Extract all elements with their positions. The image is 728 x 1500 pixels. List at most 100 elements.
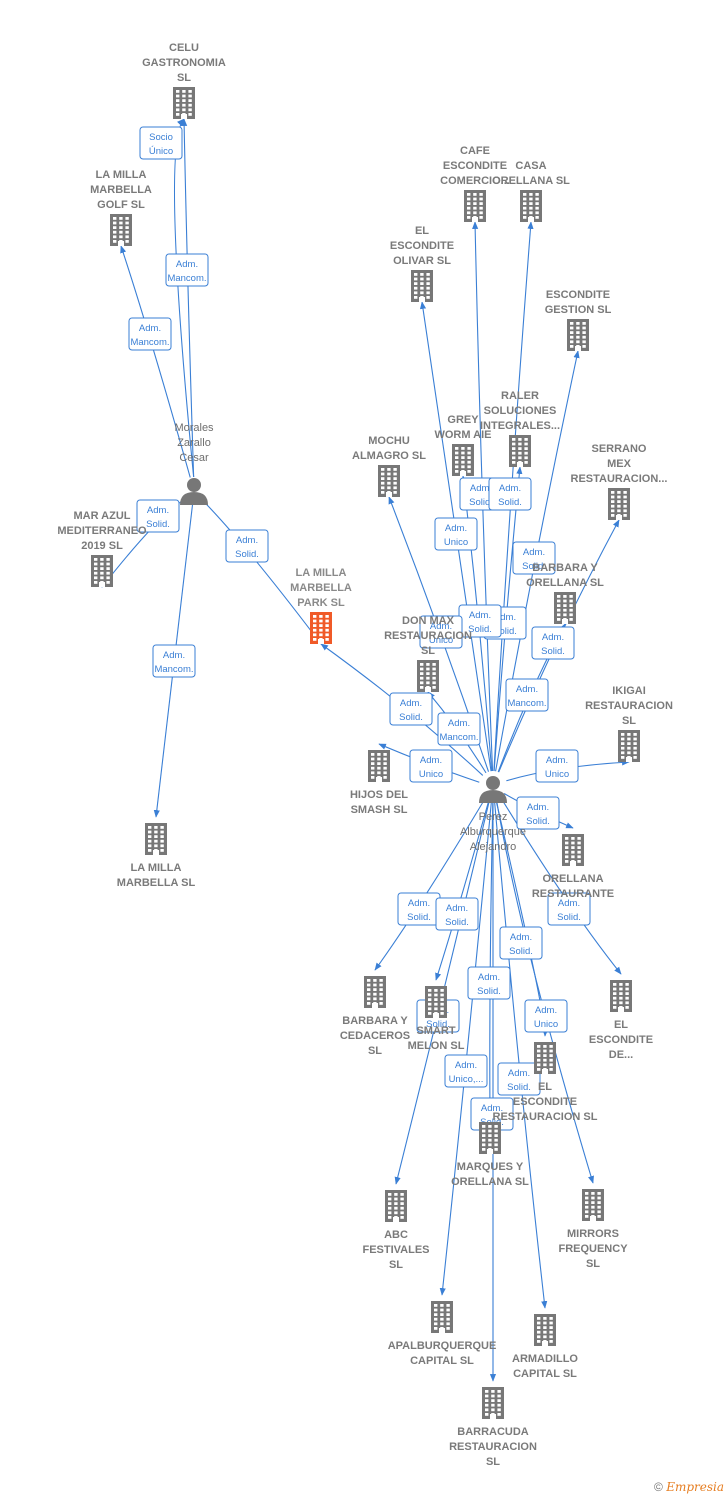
- edge-label-box[interactable]: Adm.Solid.: [499, 926, 543, 960]
- edge-label-line: Unico: [429, 635, 453, 646]
- edge-label-line: Adm.: [445, 523, 467, 534]
- node-label-line: CAPITAL SL: [410, 1355, 474, 1367]
- edge-label-box[interactable]: Adm.Solid.: [531, 626, 575, 660]
- node-label-line: ALMAGRO SL: [352, 450, 426, 462]
- building-icon: [364, 976, 386, 1008]
- edge-label-box[interactable]: Adm.Unico: [419, 615, 463, 649]
- edge-label-line: Solid.: [407, 912, 431, 923]
- building-icon: [562, 834, 584, 866]
- focal-building-icon: [310, 612, 332, 644]
- edge-label-box[interactable]: Adm.Solid.: [512, 541, 556, 575]
- node-label-line: MARBELLA SL: [117, 877, 196, 889]
- node-label-line: RESTAURACION: [585, 700, 673, 712]
- node-raler[interactable]: RALERSOLUCIONESINTEGRALES...: [480, 390, 560, 467]
- edge-label-line: Solid.: [426, 1019, 450, 1030]
- edge-label-box[interactable]: Adm. Solid.: [516, 796, 560, 830]
- node-label-line: SL: [586, 1258, 600, 1270]
- edge-label-box[interactable]: Adm.Solid.: [389, 692, 433, 726]
- edge-label-line: Adm.: [163, 650, 185, 661]
- node-label-line: CELU: [169, 42, 199, 54]
- node-label-line: MELON SL: [408, 1040, 465, 1052]
- edge-label-line: Adm.: [527, 802, 549, 813]
- edge-label-box[interactable]: Adm.Mancom.: [437, 712, 481, 746]
- edge-label-line: Unico: [419, 769, 443, 780]
- person-icon: [479, 776, 507, 803]
- edge-label-line: Solid.: [526, 816, 550, 827]
- edge-label-line: Solid.: [146, 519, 170, 530]
- node-serrano[interactable]: SERRANOMEXRESTAURACION...: [571, 443, 668, 520]
- edge-label-line: Adm.: [470, 483, 492, 494]
- edge-label-box[interactable]: Adm.Mancom.: [505, 678, 549, 712]
- edge-label-box[interactable]: Adm.Solid.: [488, 477, 532, 511]
- node-cafe[interactable]: CAFEESCONDITECOMERCIO...: [440, 145, 510, 222]
- building-icon: [567, 319, 589, 351]
- node-label-line: INTEGRALES...: [480, 420, 560, 432]
- edge-label-box[interactable]: Adm.Solid.: [225, 529, 269, 563]
- node-label-line: SL: [486, 1456, 500, 1468]
- edge-label-box[interactable]: Adm.Unico: [535, 749, 579, 783]
- node-label-line: MARQUES Y: [457, 1161, 524, 1173]
- edge-label-box[interactable]: Adm.Solid.: [397, 892, 441, 926]
- edge-label-box[interactable]: Adm.Mancom.: [165, 253, 209, 287]
- node-label-line: PARK SL: [297, 597, 345, 609]
- brand-logo-text[interactable]: Empresia: [666, 1480, 724, 1494]
- node-label-line: RESTAURACION SL: [493, 1111, 598, 1123]
- edge-label-box[interactable]: Adm. Unico: [409, 749, 453, 783]
- edge-label-line: Adm.: [236, 535, 258, 546]
- node-label-line: EL: [415, 225, 429, 237]
- node-label-line: Zarallo: [177, 437, 211, 449]
- edge-label-line: Adm.: [446, 903, 468, 914]
- edge-label-box[interactable]: Adm.Unico: [434, 517, 478, 551]
- edge-label-box[interactable]: Adm.Solid.: [497, 1062, 541, 1096]
- edge-label-line: Unico: [545, 769, 569, 780]
- edge-label-box[interactable]: Adm.Unico: [524, 999, 568, 1033]
- edge-label-line: Solid.: [477, 986, 501, 997]
- node-el_escondite_de[interactable]: ELESCONDITEDE...: [589, 980, 653, 1061]
- edge-label-box[interactable]: Adm.Mancom.: [128, 317, 172, 351]
- node-label-line: CEDACEROS: [340, 1030, 410, 1042]
- node-label-line: COMERCIO...: [440, 175, 510, 187]
- edge-label-box[interactable]: Adm.Solid.: [547, 892, 591, 926]
- edge-label-line: Solid.: [399, 712, 423, 723]
- edge-label-box[interactable]: Adm.Mancom.: [152, 644, 196, 678]
- edge-label-box[interactable]: Adm.Unico,...: [444, 1054, 488, 1088]
- building-icon: [520, 190, 542, 222]
- edge-label-box[interactable]: Adm.Solid.: [435, 897, 479, 931]
- building-icon: [582, 1189, 604, 1221]
- edge-label-box[interactable]: Adm.Solid.: [467, 966, 511, 1000]
- edge-label-box[interactable]: Adm. Solid.: [136, 499, 180, 533]
- node-label-line: MAR AZUL: [73, 510, 130, 522]
- edge-label-line: Adm.: [535, 1005, 557, 1016]
- edge-label-line: Adm.: [147, 505, 169, 516]
- edge-label-line: Adm.: [420, 755, 442, 766]
- node-label-line: RESTAURACION: [449, 1441, 537, 1453]
